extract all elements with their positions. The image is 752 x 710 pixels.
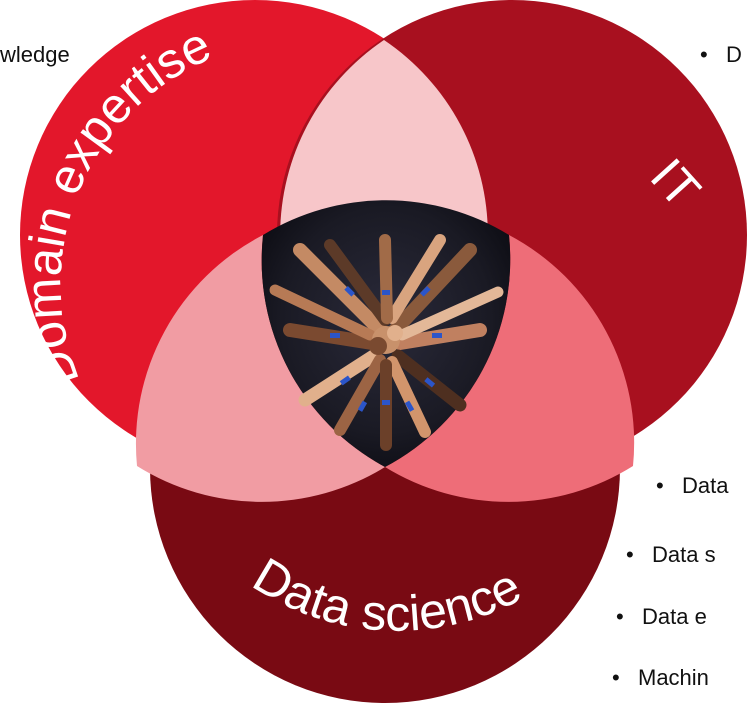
bullet-dot-icon: • <box>700 42 708 67</box>
bullet-item: •Data s <box>626 542 716 567</box>
top-right-bullet: •D <box>700 42 742 67</box>
overlap-domain-data <box>135 235 385 502</box>
bullet-item: •Machin <box>612 665 709 690</box>
bullet-item: •Data e <box>616 604 707 629</box>
bullet-item: •Data <box>656 473 729 498</box>
stacked-hands-photo <box>261 200 511 467</box>
bullet-dot-icon: • <box>626 542 634 567</box>
bullet-dot-icon: • <box>616 604 624 629</box>
side-text-top-left: wledge <box>0 42 70 67</box>
bullet-dot-icon: • <box>656 473 664 498</box>
overlap-it-data <box>385 235 635 502</box>
bullet-dot-icon: • <box>612 665 620 690</box>
